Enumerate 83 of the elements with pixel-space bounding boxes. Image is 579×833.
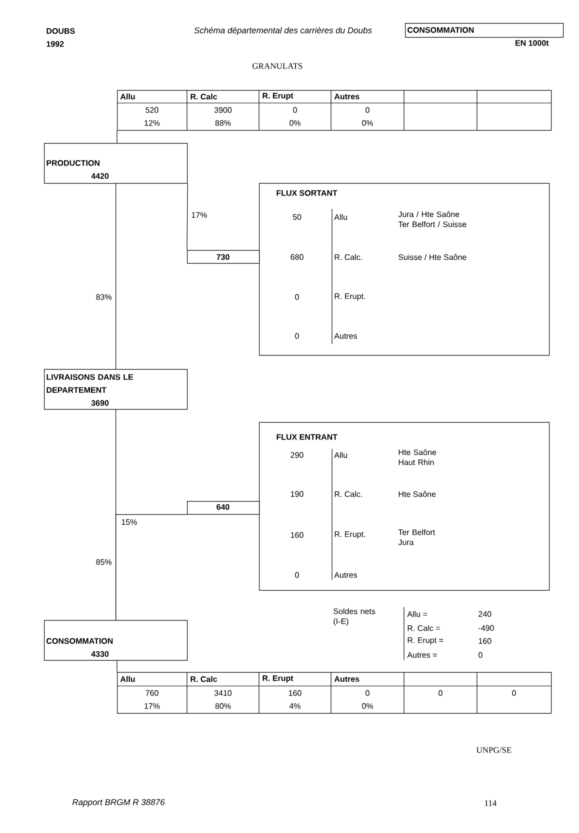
process-box: LIVRAISONS DANS LE DEPARTEMENT 3690 <box>44 369 188 410</box>
cell-percentage: 4% <box>289 703 300 709</box>
box-heading: FLUX SORTANT <box>276 190 338 196</box>
connector-line <box>116 130 118 144</box>
column-header: R. Calc <box>190 676 218 682</box>
flow-box <box>259 422 550 591</box>
quantity: 680 <box>290 254 304 260</box>
balance-name: R. Calc = <box>408 625 440 631</box>
source-note: UNPG/SE <box>476 747 512 753</box>
cell-value: 760 <box>146 690 158 696</box>
box-heading: FLUX ENTRANT <box>276 434 338 440</box>
cell-percentage: 0% <box>290 120 300 126</box>
balance-name: Allu = <box>407 611 428 617</box>
page-number: 114 <box>484 800 497 806</box>
cell-percentage: 12% <box>144 120 160 126</box>
column-header: Allu <box>120 94 135 100</box>
quantity: 50 <box>292 214 302 220</box>
material-name: R. Calc. <box>334 491 362 497</box>
destination-text: Hte Saône Haut Rhin <box>398 449 436 466</box>
page-title: GRANULATS <box>252 63 302 69</box>
note-text: Soldes nets (I-E) <box>334 608 376 626</box>
material-name: Allu <box>334 214 347 220</box>
balance-name: Autres = <box>407 652 437 658</box>
data-table <box>116 672 552 714</box>
cell-value: 520 <box>146 107 158 113</box>
place-name: DOUBS <box>46 28 75 34</box>
material-name: Allu <box>334 452 347 458</box>
edge-label: 15% <box>120 518 138 526</box>
cell-value: 0 <box>366 107 370 113</box>
balance-value: -490 <box>478 625 494 631</box>
quantity: 0 <box>295 333 299 339</box>
column-header: R. Erupt <box>262 92 294 100</box>
column-header: Autres <box>334 94 360 100</box>
quantity: 0 <box>295 572 299 578</box>
heading-box: CONSOMMATION <box>405 23 564 38</box>
material-name: R. Calc. <box>334 254 362 260</box>
report-reference: Rapport BRGM R 38876 <box>72 799 165 807</box>
cell-value: 0 <box>366 690 370 696</box>
connector-line <box>186 183 188 250</box>
material-name: Autres <box>334 333 358 339</box>
quantity-box: 730 <box>187 250 260 264</box>
cell-value: 0 <box>293 107 297 113</box>
flow-box <box>259 183 550 356</box>
page-header: Schéma départemental des carrières du Doubs <box>194 27 372 35</box>
quantity: 0 <box>295 294 299 300</box>
cell-value: 0 <box>512 690 516 696</box>
year: 1992 <box>46 41 64 47</box>
column-header: Autres <box>334 676 360 682</box>
destination-text: Jura / Hte Saône Ter Belfort / Suisse <box>398 211 466 228</box>
quantity: 290 <box>290 452 304 458</box>
destination-text: Ter Belfort Jura <box>398 529 436 546</box>
balance-value: 160 <box>478 638 492 644</box>
cell-percentage: 0% <box>362 703 373 709</box>
process-box: CONSOMMATION 4330 <box>44 620 188 661</box>
balance-value: 240 <box>478 611 492 617</box>
unit-note: EN 1000t <box>516 40 549 46</box>
cell-value: 0 <box>438 690 442 696</box>
edge-label: 85% <box>94 558 113 566</box>
balance-value: 0 <box>478 652 482 658</box>
balance-name: R. Erupt = <box>408 637 444 645</box>
cell-value: 3900 <box>214 107 232 113</box>
material-name: R. Erupt. <box>334 531 366 539</box>
connector-line <box>116 660 118 672</box>
column-header: R. Calc <box>190 94 218 100</box>
destination-text: Hte Saône <box>398 491 436 497</box>
column-header: R. Erupt <box>262 675 294 683</box>
destination-text: Suisse / Hte Saône <box>398 254 466 260</box>
cell-percentage: 17% <box>144 703 160 709</box>
data-table <box>116 90 552 131</box>
cell-value: 3410 <box>214 690 232 696</box>
column-header: Allu <box>120 676 135 682</box>
quantity-box: 640 <box>187 501 260 515</box>
quantity: 190 <box>290 491 304 497</box>
cell-percentage: 0% <box>362 120 373 126</box>
material-name: Autres <box>334 572 358 578</box>
cell-percentage: 80% <box>215 703 231 709</box>
cell-percentage: 88% <box>215 120 231 126</box>
quantity: 160 <box>290 532 304 538</box>
edge-label: 83% <box>94 293 113 301</box>
process-box: PRODUCTION 4420 <box>44 143 188 184</box>
material-name: R. Erupt. <box>334 293 366 301</box>
cell-value: 160 <box>288 690 302 696</box>
edge-label: 17% <box>190 211 208 219</box>
